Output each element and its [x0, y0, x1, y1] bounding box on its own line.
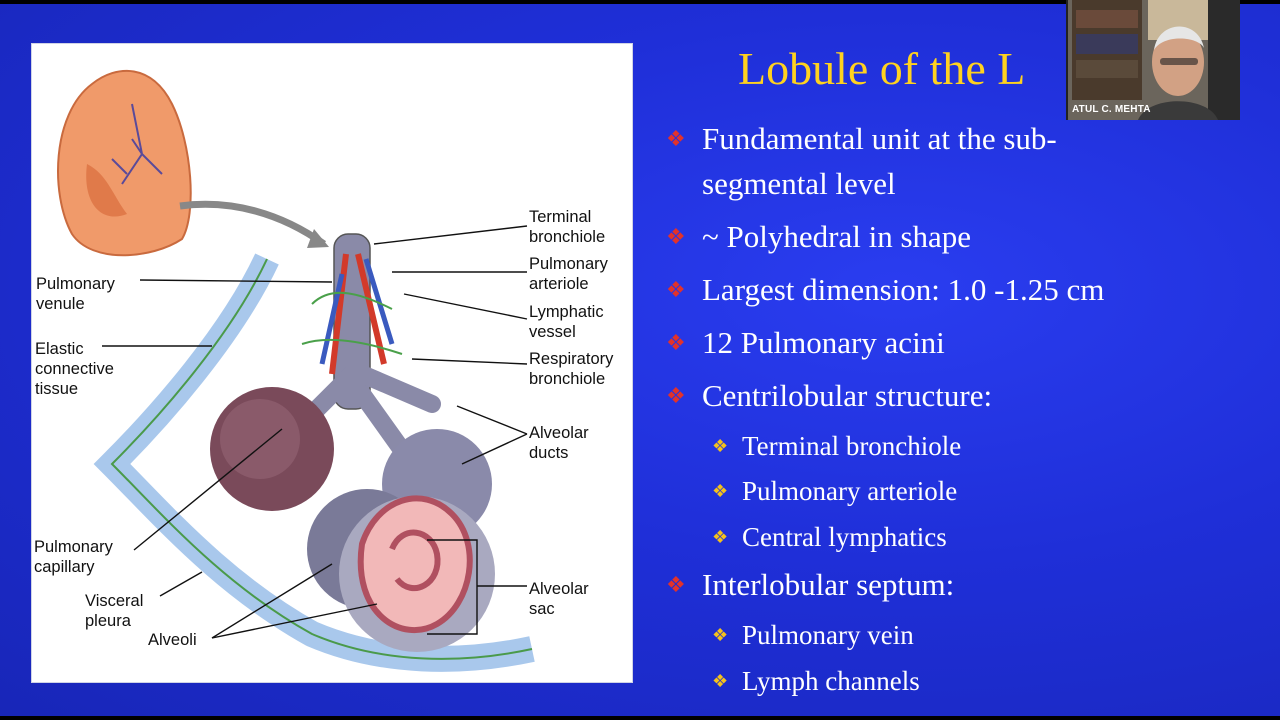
label-pulmonary-arteriole: Pulmonary arteriole — [529, 255, 608, 293]
sub-bullet-terminal-bronchiole: ❖ Terminal bronchiole — [712, 428, 961, 464]
bullet-largest-dimension: ❖ Largest dimension: 1.0 -1.25 cm — [666, 268, 1104, 312]
participant-name-label: ATUL C. MEHTA — [1072, 104, 1151, 115]
participant-video-feed — [1068, 0, 1240, 120]
sub-bullet-text: Pulmonary vein — [742, 620, 914, 650]
bullet-marker-icon: ❖ — [666, 224, 686, 249]
sub-bullet-pulmonary-vein: ❖ Pulmonary vein — [712, 617, 914, 653]
bullet-fundamental-unit-continued: segmental level — [666, 162, 896, 206]
sub-bullet-text: Central lymphatics — [742, 522, 947, 552]
sub-bullet-marker-icon: ❖ — [712, 481, 729, 501]
bullet-text: ~ Polyhedral in shape — [702, 219, 972, 254]
bullet-marker-icon: ❖ — [666, 277, 686, 302]
bullet-pulmonary-acini: ❖ 12 Pulmonary acini — [666, 321, 945, 365]
bullet-text: Largest dimension: 1.0 -1.25 cm — [702, 272, 1105, 307]
slide-title: Lobule of the L — [738, 43, 1026, 94]
sub-bullet-marker-icon: ❖ — [712, 527, 729, 547]
label-elastic-connective-tissue: Elastic connective tissue — [35, 340, 114, 398]
label-pulmonary-capillary: Pulmonary capillary — [34, 538, 113, 576]
bullet-polyhedral-shape: ❖ ~ Polyhedral in shape — [666, 215, 971, 259]
sub-bullet-marker-icon: ❖ — [712, 436, 729, 456]
slide: Terminal bronchiole Pulmonary arteriole … — [0, 4, 1280, 716]
participant-video-tile[interactable]: ATUL C. MEHTA — [1066, 0, 1240, 120]
label-alveolar-sac: Alveolar sac — [529, 580, 589, 618]
label-visceral-pleura: Visceral pleura — [85, 592, 144, 630]
label-lymphatic-vessel: Lymphatic vessel — [529, 303, 604, 341]
bullet-text: Fundamental unit at the sub- — [702, 121, 1057, 156]
bullet-text: 12 Pulmonary acini — [702, 325, 945, 360]
label-pulmonary-venule: Pulmonary venule — [36, 275, 115, 313]
bullet-text: segmental level — [702, 166, 896, 201]
sub-bullet-pulmonary-arteriole: ❖ Pulmonary arteriole — [712, 473, 957, 509]
bullet-text: Interlobular septum: — [702, 567, 955, 602]
bullet-marker-icon: ❖ — [666, 330, 686, 355]
bullet-marker-icon: ❖ — [666, 572, 686, 597]
sub-bullet-central-lymphatics: ❖ Central lymphatics — [712, 519, 947, 555]
bullet-fundamental-unit: ❖ Fundamental unit at the sub- — [666, 117, 1057, 161]
label-alveoli: Alveoli — [148, 631, 197, 649]
sub-bullet-lymph-channels: ❖ Lymph channels — [712, 663, 920, 699]
label-alveolar-ducts: Alveolar ducts — [529, 424, 589, 462]
label-respiratory-bronchiole: Respiratory bronchiole — [529, 350, 614, 388]
sub-bullet-marker-icon: ❖ — [712, 625, 729, 645]
bullet-text: Centrilobular structure: — [702, 378, 993, 413]
sub-bullet-text: Terminal bronchiole — [742, 431, 962, 461]
bullet-centrilobular-structure: ❖ Centrilobular structure: — [666, 374, 992, 418]
bullet-marker-icon: ❖ — [666, 126, 686, 151]
sub-bullet-text: Lymph channels — [742, 666, 920, 696]
sub-bullet-text: Pulmonary arteriole — [742, 476, 958, 506]
bullet-marker-icon: ❖ — [666, 383, 686, 408]
sub-bullet-marker-icon: ❖ — [712, 671, 729, 691]
lung-lobule-illustration: Terminal bronchiole Pulmonary arteriole … — [31, 43, 633, 683]
label-terminal-bronchiole: Terminal bronchiole — [529, 208, 606, 246]
bullet-interlobular-septum: ❖ Interlobular septum: — [666, 563, 954, 607]
lobule-drawing — [57, 70, 535, 672]
